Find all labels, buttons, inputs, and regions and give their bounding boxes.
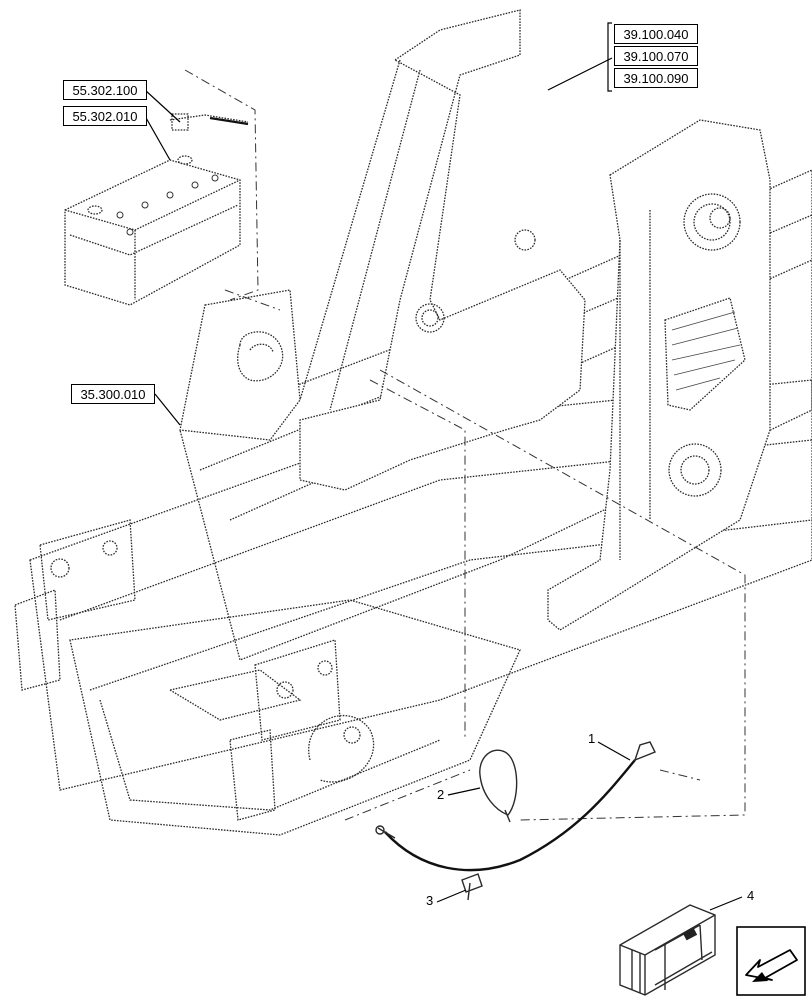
side-plate <box>179 289 301 441</box>
ref-frame-1[interactable]: 39.100.040 <box>614 24 698 44</box>
previous-page-arrow-icon[interactable] <box>736 926 806 996</box>
part-4-kit-box <box>619 904 716 996</box>
ref-battery-cable[interactable]: 55.302.100 <box>63 80 147 100</box>
callout-1: 1 <box>588 731 596 746</box>
ref-battery[interactable]: 55.302.010 <box>63 106 147 126</box>
part-1-ground-cable <box>375 741 656 872</box>
ref-frame-2[interactable]: 39.100.070 <box>614 46 698 66</box>
phantom-lines <box>184 69 746 821</box>
ref-frame-3[interactable]: 39.100.090 <box>614 68 698 88</box>
grille-pattern <box>671 311 741 391</box>
ref-chassis[interactable]: 35.300.010 <box>71 384 155 404</box>
battery-cells <box>116 174 219 236</box>
part-3-screw <box>461 873 483 901</box>
left-upright-arm <box>299 9 586 491</box>
callout-3: 3 <box>426 893 434 908</box>
part-2-cable-strap <box>479 749 518 823</box>
battery-cable-clamp <box>169 113 249 131</box>
right-upright-arm <box>547 119 771 631</box>
battery <box>64 155 241 306</box>
reference-leaders <box>144 22 743 911</box>
callout-4: 4 <box>747 888 755 903</box>
callout-2: 2 <box>437 787 445 802</box>
